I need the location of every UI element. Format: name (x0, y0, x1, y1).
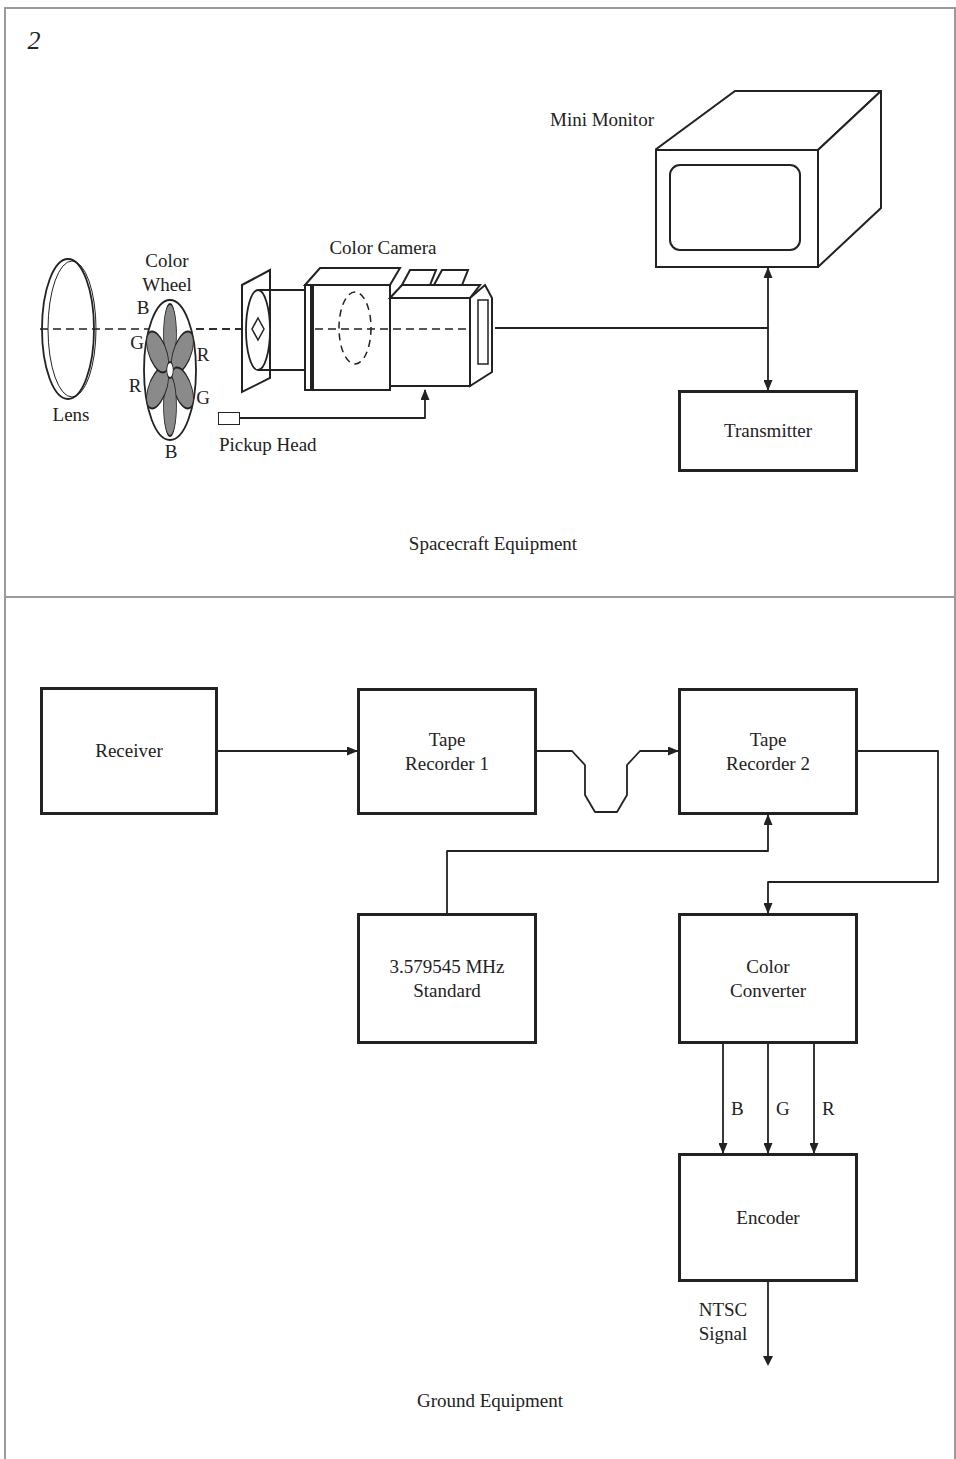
panel-divider (5, 596, 955, 598)
output-line (767, 1282, 769, 1358)
process-box: Color Converter (678, 913, 858, 1044)
text-label: 2 (28, 26, 41, 56)
camera-plate (242, 270, 270, 392)
camera-body (305, 285, 390, 390)
node-label: Transmitter (724, 419, 812, 443)
camera-seam (310, 285, 314, 390)
text-label: NTSC Signal (688, 1298, 758, 1346)
process-box: Tape Recorder 1 (357, 688, 537, 815)
signal-label: R (820, 1098, 837, 1120)
text-label: R (129, 374, 142, 398)
output-arrowhead (763, 1356, 773, 1366)
pickup-head: Pickup Head (218, 412, 240, 425)
hidden-tube (339, 292, 371, 364)
panel-frame (5, 8, 955, 1459)
camera-tube-end (246, 290, 270, 370)
node-label: Tape Recorder 1 (392, 728, 502, 776)
connector (240, 390, 425, 418)
monitor-unit: Mini Monitor (655, 90, 882, 268)
aperture (252, 318, 264, 340)
signal-label: G (774, 1098, 792, 1120)
camera-module (434, 270, 468, 285)
signal-label: B (729, 1098, 746, 1120)
lens-edge (48, 261, 96, 397)
text-label: Color Wheel (132, 249, 202, 297)
camera-rear (390, 298, 470, 386)
lens (42, 259, 94, 399)
connector (767, 1044, 769, 1153)
text-label: B (137, 296, 150, 320)
monitor-outline (655, 90, 882, 268)
node-label: Mini Monitor (550, 108, 654, 132)
process-box: Encoder (678, 1153, 858, 1282)
node-label: 3.579545 MHz Standard (372, 955, 522, 1003)
node-label: Tape Recorder 2 (713, 728, 823, 776)
text-label: Spacecraft Equipment (409, 532, 577, 556)
camera-rear-top (390, 285, 480, 298)
node-label: Color Converter (713, 955, 823, 1003)
text-label: Lens (53, 403, 90, 427)
text-label: Ground Equipment (417, 1389, 563, 1413)
camera-backplate (470, 285, 492, 386)
connector (537, 751, 678, 812)
text-label: B (165, 440, 178, 464)
process-box: Transmitter (678, 390, 858, 472)
node-label: Receiver (95, 739, 163, 763)
connector (447, 815, 768, 913)
optical-axis (315, 328, 470, 330)
camera-unit: Color Camera (300, 236, 495, 390)
camera-module (402, 270, 436, 285)
node-label: Color Camera (300, 236, 466, 260)
optical-axis (40, 328, 250, 330)
process-box: 3.579545 MHz Standard (357, 913, 537, 1044)
connector (722, 1044, 724, 1153)
camera-connector (478, 300, 488, 364)
connector (218, 750, 357, 752)
process-box: Tape Recorder 2 (678, 688, 858, 815)
process-box: Receiver (40, 687, 218, 815)
connector (495, 268, 768, 328)
camera-body-top (305, 268, 400, 285)
connector (813, 1044, 815, 1153)
text-label: G (130, 331, 144, 355)
node-label: Pickup Head (219, 433, 317, 457)
node-label: Encoder (736, 1206, 799, 1230)
connector (495, 328, 768, 390)
color-wheel (144, 300, 196, 440)
text-label: G (196, 386, 210, 410)
wheel-petals (144, 304, 196, 436)
text-label: R (197, 343, 210, 367)
